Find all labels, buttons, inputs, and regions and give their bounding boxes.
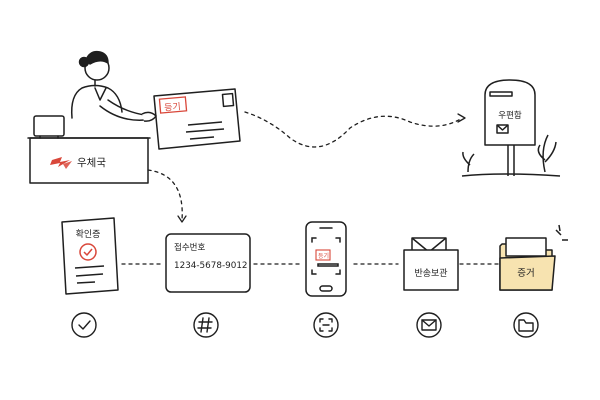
hash-icon bbox=[193, 312, 219, 338]
mailbox-label: 우편함 bbox=[498, 110, 522, 121]
arrow-head-icon bbox=[457, 113, 466, 123]
step-receipt bbox=[165, 233, 251, 293]
step-certificate bbox=[61, 217, 119, 295]
step-return-storage bbox=[403, 237, 459, 291]
evidence-label: 증거 bbox=[517, 268, 534, 279]
scan-stamp: 등기 bbox=[318, 252, 329, 260]
monitor bbox=[33, 115, 65, 137]
flow-arrows bbox=[121, 111, 499, 265]
return-storage-label: 반송보관 bbox=[414, 268, 447, 279]
mail-icon bbox=[416, 312, 442, 338]
scan-stamp-box bbox=[315, 249, 331, 261]
clerk-figure bbox=[70, 50, 146, 121]
counter-desk bbox=[29, 137, 149, 184]
arrow-head-down-icon bbox=[177, 215, 187, 223]
post-office-scene bbox=[27, 50, 151, 184]
receipt-label: 접수번호 bbox=[174, 242, 205, 253]
post-logo-icon bbox=[50, 157, 72, 169]
mailbox bbox=[461, 79, 561, 177]
counter-label: 우체국 bbox=[77, 157, 106, 169]
folder-icon bbox=[513, 312, 539, 338]
registered-stamp: 등기 bbox=[164, 101, 181, 113]
arrow-to-steps bbox=[147, 169, 183, 221]
check-icon bbox=[71, 312, 97, 338]
step-evidence-folder bbox=[499, 224, 568, 291]
registered-stamp-box bbox=[158, 96, 188, 114]
step-certificate-label: 확인증 bbox=[76, 228, 101, 240]
scan-icon bbox=[313, 312, 339, 338]
receipt-number: 1234-5678-9012 bbox=[174, 261, 248, 271]
arrow-to-mailbox bbox=[244, 111, 463, 148]
